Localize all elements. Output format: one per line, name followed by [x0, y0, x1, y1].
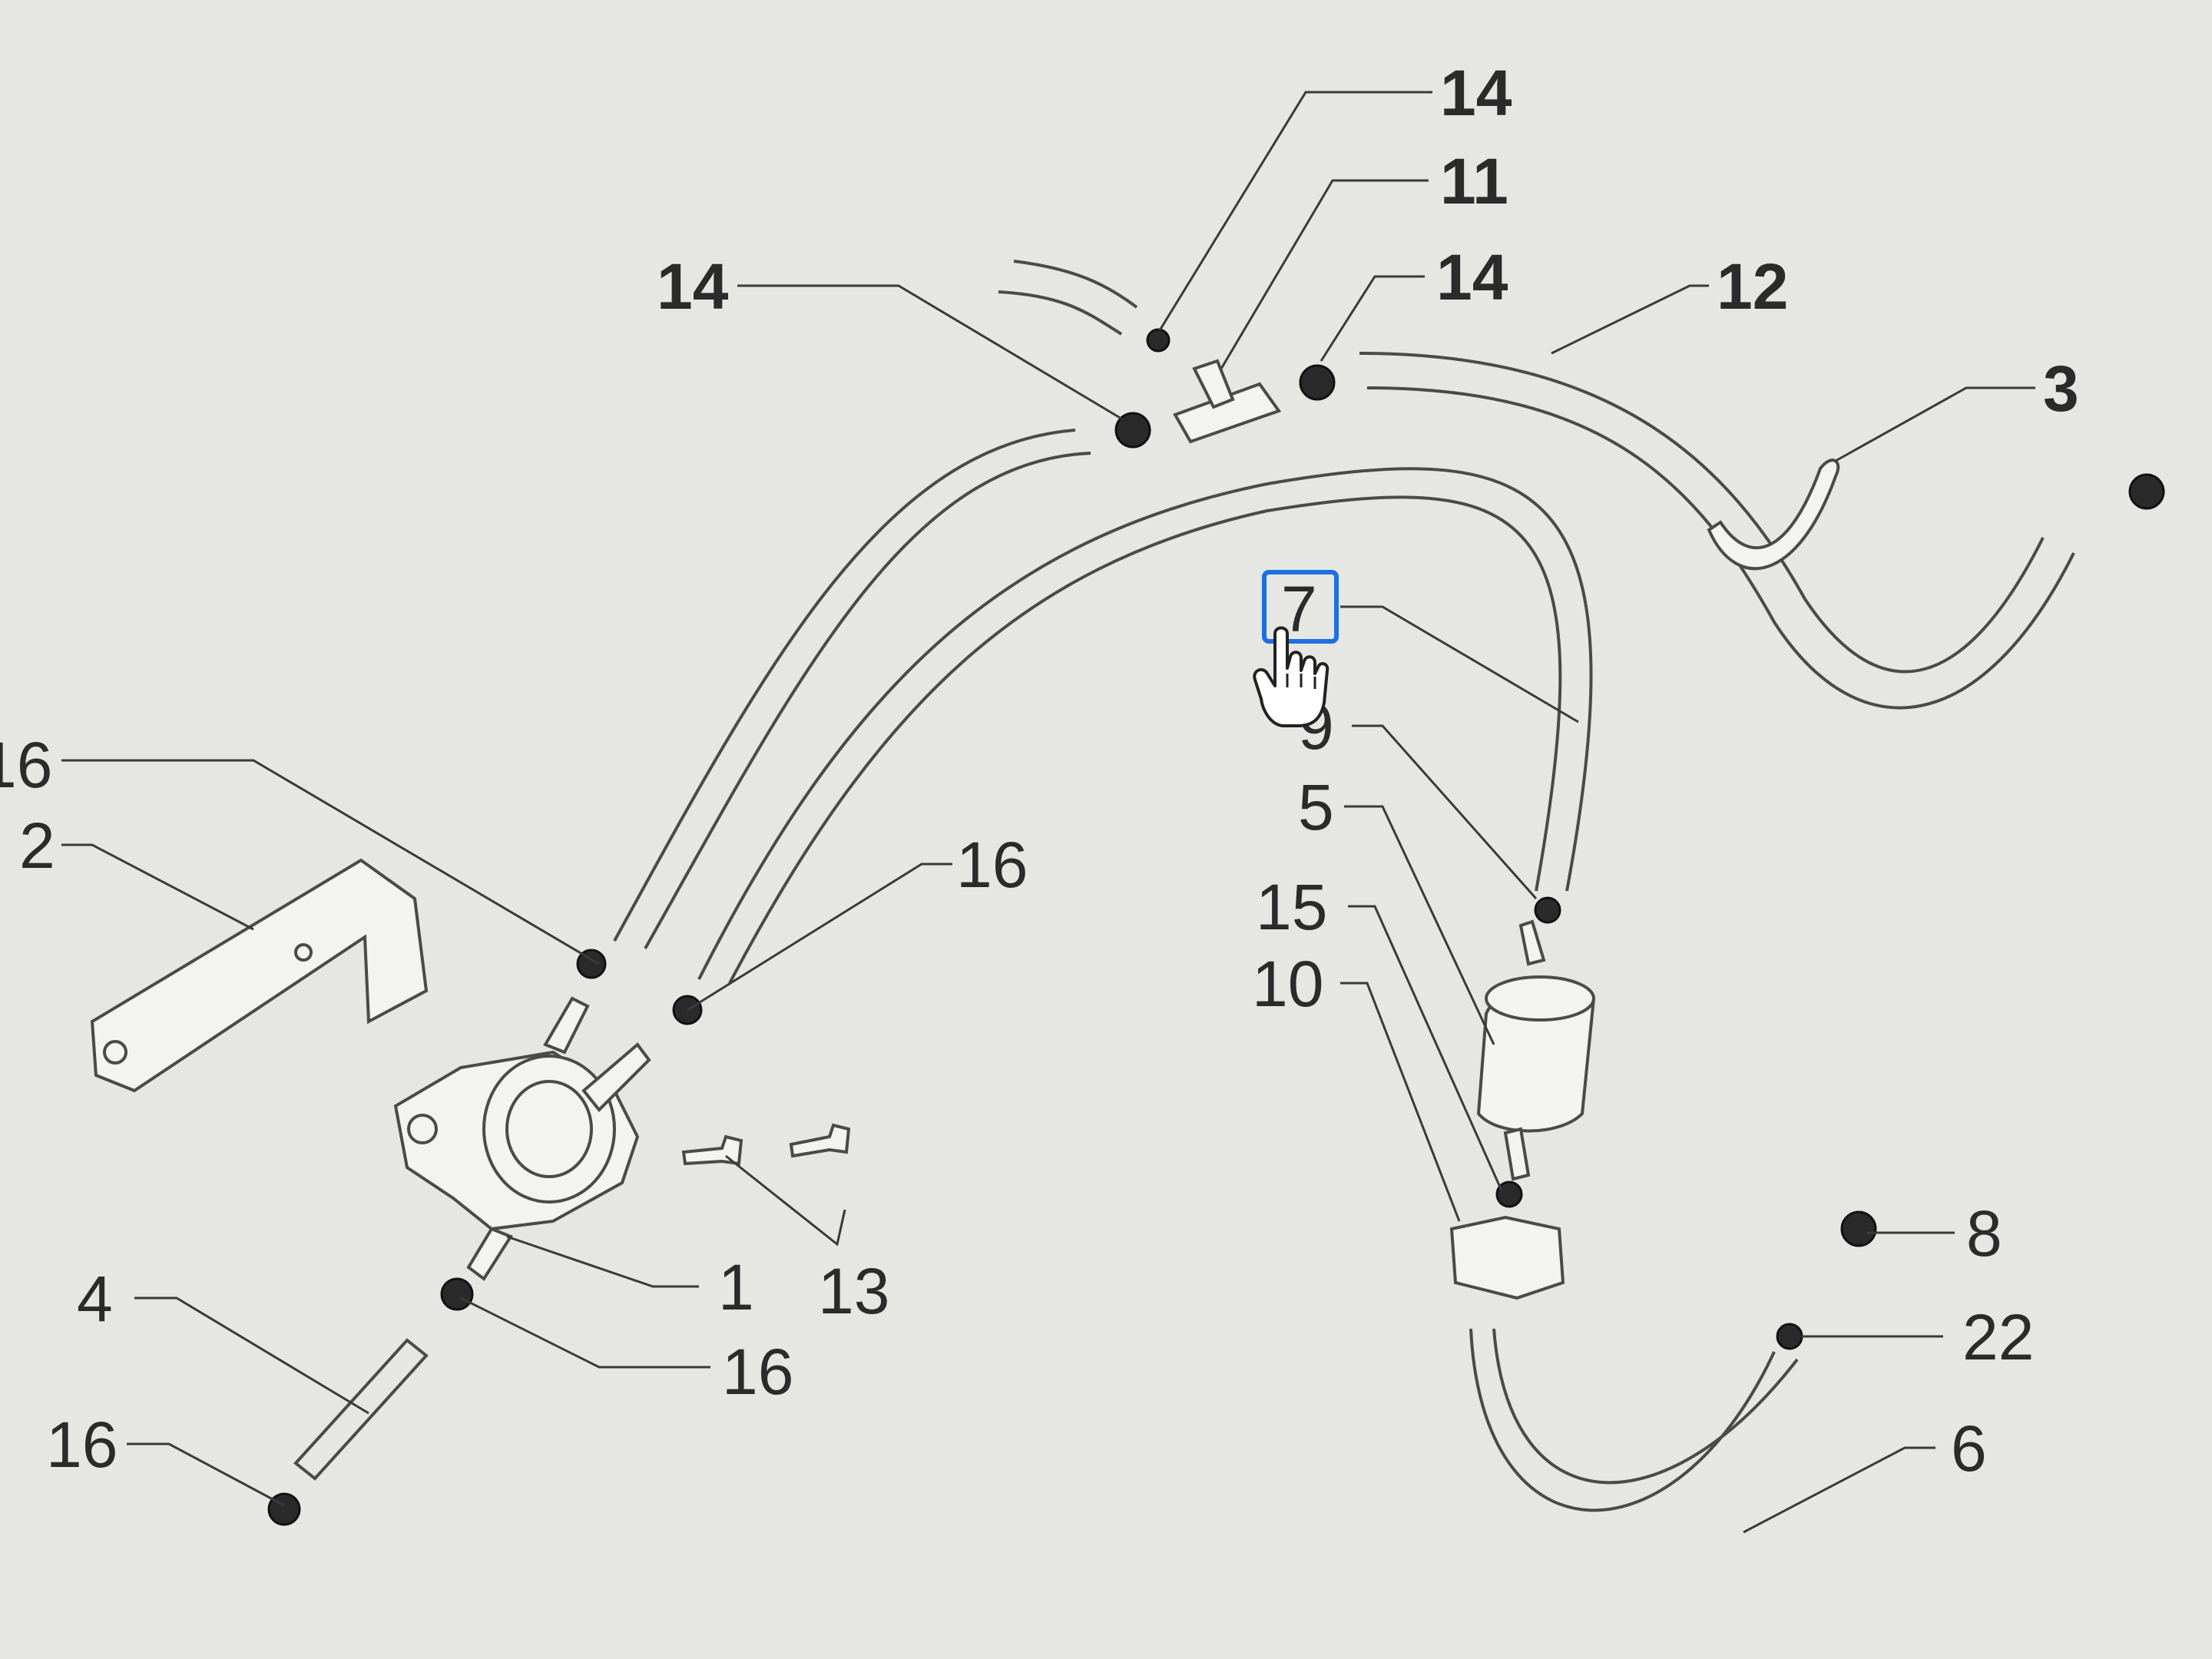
- hose-clips: [267, 328, 2165, 1526]
- clip-16c-icon[interactable]: [440, 1277, 474, 1311]
- fuel-hose-long-part[interactable]: [613, 429, 1593, 984]
- clip-8-icon[interactable]: [1840, 1210, 1877, 1247]
- callout-10[interactable]: 10: [1252, 948, 1323, 1020]
- callout-16-mid[interactable]: 16: [956, 829, 1028, 901]
- callout-14-top[interactable]: 14: [1440, 57, 1512, 129]
- callout-22[interactable]: 22: [1962, 1301, 2034, 1373]
- bracket-part[interactable]: [90, 858, 429, 1093]
- clip-16a-icon[interactable]: [576, 949, 607, 979]
- hand-pointer-icon: [1253, 626, 1330, 727]
- callout-16-bottom[interactable]: 16: [722, 1336, 793, 1408]
- clip-right-icon[interactable]: [2128, 473, 2165, 510]
- clip-22-icon[interactable]: [1776, 1323, 1803, 1350]
- clip-9-icon[interactable]: [1534, 896, 1561, 924]
- fuel-tap-part[interactable]: [393, 996, 651, 1281]
- clip-14b-icon[interactable]: [1114, 412, 1151, 449]
- callout-11[interactable]: 11: [1440, 145, 1508, 217]
- callout-6[interactable]: 6: [1951, 1412, 1987, 1485]
- callout-16-left[interactable]: 16: [0, 729, 52, 801]
- return-hose-part[interactable]: [1469, 1328, 1799, 1512]
- callout-16-lower-left[interactable]: 16: [46, 1409, 118, 1481]
- callout-13[interactable]: 13: [818, 1255, 889, 1327]
- callout-4[interactable]: 4: [77, 1263, 113, 1335]
- callout-14-right[interactable]: 14: [1436, 241, 1508, 313]
- callout-5[interactable]: 5: [1298, 771, 1334, 843]
- callout-2[interactable]: 2: [19, 810, 55, 882]
- callout-12[interactable]: 12: [1717, 250, 1788, 323]
- callout-1[interactable]: 1: [718, 1251, 754, 1323]
- fuel-pump-part[interactable]: [1449, 1215, 1565, 1300]
- leader-lines: [61, 91, 2035, 1534]
- callout-8[interactable]: 8: [1966, 1197, 2002, 1270]
- selection-highlight: [1262, 570, 1339, 644]
- bolt-part[interactable]: [681, 1123, 851, 1166]
- short-hose-part[interactable]: [293, 1338, 429, 1481]
- fuel-filter-part[interactable]: [1476, 919, 1596, 1181]
- t-connector-part[interactable]: [1173, 359, 1282, 444]
- vent-hose-part[interactable]: [998, 260, 2075, 710]
- callout-3[interactable]: 3: [2043, 353, 2079, 425]
- clip-14a-icon[interactable]: [1146, 328, 1171, 353]
- callout-labels: 14 11 14 14 12 3 7 9 5 15 10 16 2 16 1 1…: [0, 57, 2079, 1485]
- clip-14c-icon[interactable]: [1299, 364, 1336, 401]
- hose-clamp-part[interactable]: [1707, 459, 1840, 571]
- callout-14-left[interactable]: 14: [657, 250, 729, 323]
- callout-15[interactable]: 15: [1256, 871, 1327, 943]
- clip-15-icon[interactable]: [1495, 1181, 1523, 1208]
